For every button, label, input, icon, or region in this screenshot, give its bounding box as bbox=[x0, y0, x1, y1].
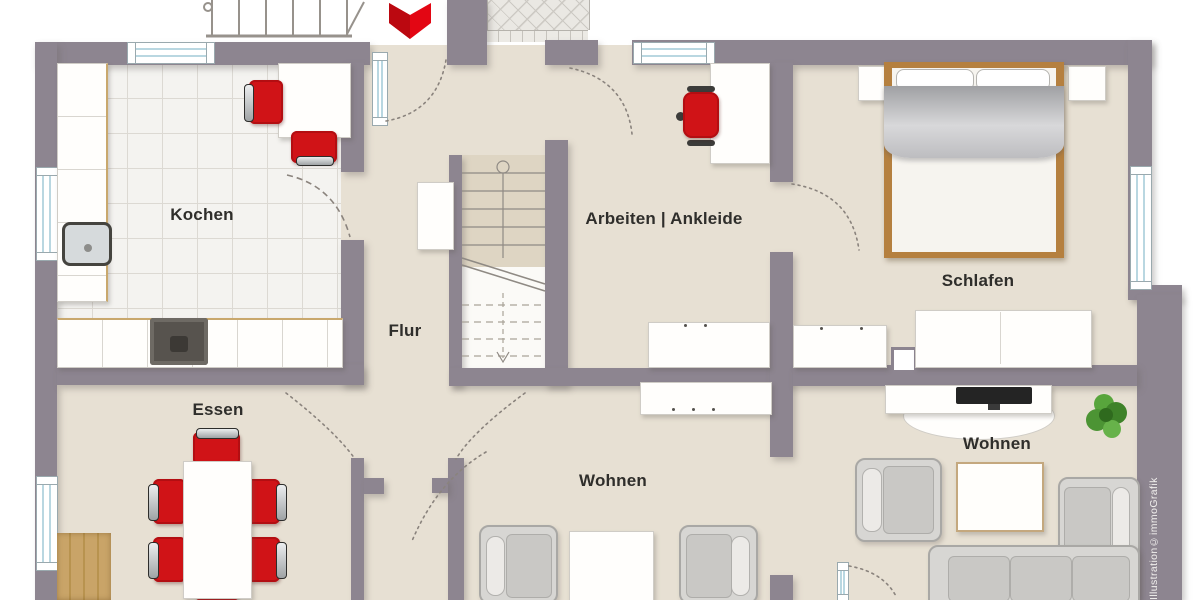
wood-floor-strip bbox=[57, 533, 111, 600]
sofa-seat bbox=[948, 556, 1010, 600]
room-label-wohnen-mitte: Wohnen bbox=[579, 471, 647, 490]
coffee-table-rechts bbox=[956, 462, 1044, 532]
sofa-seat bbox=[1010, 556, 1072, 600]
wall-kitchen-bottom bbox=[57, 365, 364, 385]
arbeiten-cabinet bbox=[648, 322, 770, 368]
schlafen-sideboard bbox=[793, 325, 887, 368]
kitchen-sink bbox=[62, 222, 112, 266]
desk bbox=[710, 63, 770, 164]
wall-central-stub bbox=[770, 575, 793, 600]
window-schlafen-right bbox=[1130, 166, 1152, 290]
entrance-door-leaf bbox=[372, 52, 388, 126]
outdoor-stair-railing bbox=[203, 0, 365, 38]
armchair-back-cushion bbox=[486, 536, 505, 596]
cabinet-knob bbox=[684, 324, 687, 327]
dining-chair-back bbox=[276, 484, 287, 521]
window-essen-left bbox=[36, 476, 58, 571]
wall-schlafen-bottom bbox=[793, 365, 1137, 386]
armchair-seat bbox=[506, 534, 552, 598]
window-kitchen-left bbox=[36, 167, 58, 261]
sink-faucet bbox=[84, 244, 92, 252]
chimney bbox=[891, 347, 917, 373]
entrance-arrow-icon bbox=[389, 3, 431, 39]
window-kitchen-top bbox=[127, 42, 215, 64]
dining-table bbox=[183, 461, 252, 599]
room-label-flur: Flur bbox=[388, 321, 422, 340]
room-label-schlafen: Schlafen bbox=[941, 271, 1015, 290]
sideboard-knob bbox=[820, 327, 823, 330]
stairs-lower-floor bbox=[462, 267, 545, 368]
sideboard-knob bbox=[692, 408, 695, 411]
schlafen-wardrobe bbox=[915, 310, 1092, 368]
wall-porch-bottom bbox=[545, 40, 598, 65]
room-label-kochen: Kochen bbox=[170, 205, 234, 224]
office-chair-armrest-top bbox=[687, 86, 715, 92]
wall-central-a bbox=[770, 63, 793, 182]
entry-porch-border-tiles bbox=[487, 30, 588, 42]
dining-chair-right-2 bbox=[247, 537, 280, 582]
office-chair-base bbox=[676, 112, 685, 121]
dining-chair-top-back bbox=[196, 428, 239, 439]
nightstand-right bbox=[1068, 66, 1106, 101]
wohnen-door-leaf bbox=[837, 562, 849, 600]
armchair-back-cushion bbox=[862, 468, 882, 532]
wall-passage-left bbox=[351, 458, 364, 600]
room-label-essen: Essen bbox=[192, 400, 244, 419]
wall-stairs-right bbox=[545, 140, 568, 386]
coffee-table-mitte bbox=[569, 531, 654, 600]
room-label-wohnen-rechts: Wohnen bbox=[963, 434, 1031, 453]
dining-chair-back bbox=[276, 542, 287, 579]
watermark-text: Illustration©immoGrafik bbox=[1148, 477, 1160, 600]
wall-passage-right bbox=[448, 458, 464, 600]
kitchen-table bbox=[278, 63, 351, 138]
armchair-seat bbox=[686, 534, 732, 598]
office-chair-armrest-bottom bbox=[687, 140, 715, 146]
wall-under-stairs bbox=[449, 368, 793, 386]
tv bbox=[956, 387, 1032, 404]
sideboard-knob bbox=[860, 327, 863, 330]
stove-center bbox=[170, 336, 188, 352]
cabinet-knob bbox=[704, 324, 707, 327]
armchair-back-cushion bbox=[731, 536, 750, 596]
wall-top-right bbox=[632, 40, 1152, 65]
hall-cabinet bbox=[417, 182, 454, 250]
room-label-arbeiten-ankleide: Arbeiten | Ankleide bbox=[585, 209, 743, 228]
wohnen-sideboard bbox=[640, 382, 772, 415]
sideboard-knob bbox=[672, 408, 675, 411]
bed-blanket bbox=[884, 86, 1064, 158]
sofa-seat bbox=[1072, 556, 1130, 600]
wall-stub-b bbox=[432, 478, 448, 493]
wall-right-lower bbox=[1137, 295, 1182, 600]
kitchen-counter-left bbox=[57, 63, 108, 302]
kitchen-chair-2-back bbox=[296, 156, 334, 166]
wall-stub-a bbox=[364, 478, 384, 494]
dining-chair-back bbox=[148, 542, 159, 579]
sideboard-knob bbox=[712, 408, 715, 411]
wardrobe-divider bbox=[1000, 312, 1001, 364]
window-arbeiten-top bbox=[633, 42, 715, 64]
wall-porch-left bbox=[447, 0, 487, 65]
armchair-seat bbox=[883, 466, 934, 534]
entry-porch-tiles bbox=[487, 0, 590, 30]
dining-chair-back bbox=[148, 484, 159, 521]
stairs-upper-floor bbox=[462, 155, 545, 267]
kitchen-chair-1 bbox=[249, 80, 283, 124]
dining-chair-right-1 bbox=[247, 479, 280, 524]
wall-kitchen-right-b bbox=[341, 240, 364, 385]
tv-stand bbox=[988, 404, 1000, 410]
office-chair bbox=[683, 92, 719, 138]
nightstand-left bbox=[858, 66, 886, 101]
wall-central-b bbox=[770, 252, 793, 457]
kitchen-chair-1-back bbox=[244, 84, 254, 122]
